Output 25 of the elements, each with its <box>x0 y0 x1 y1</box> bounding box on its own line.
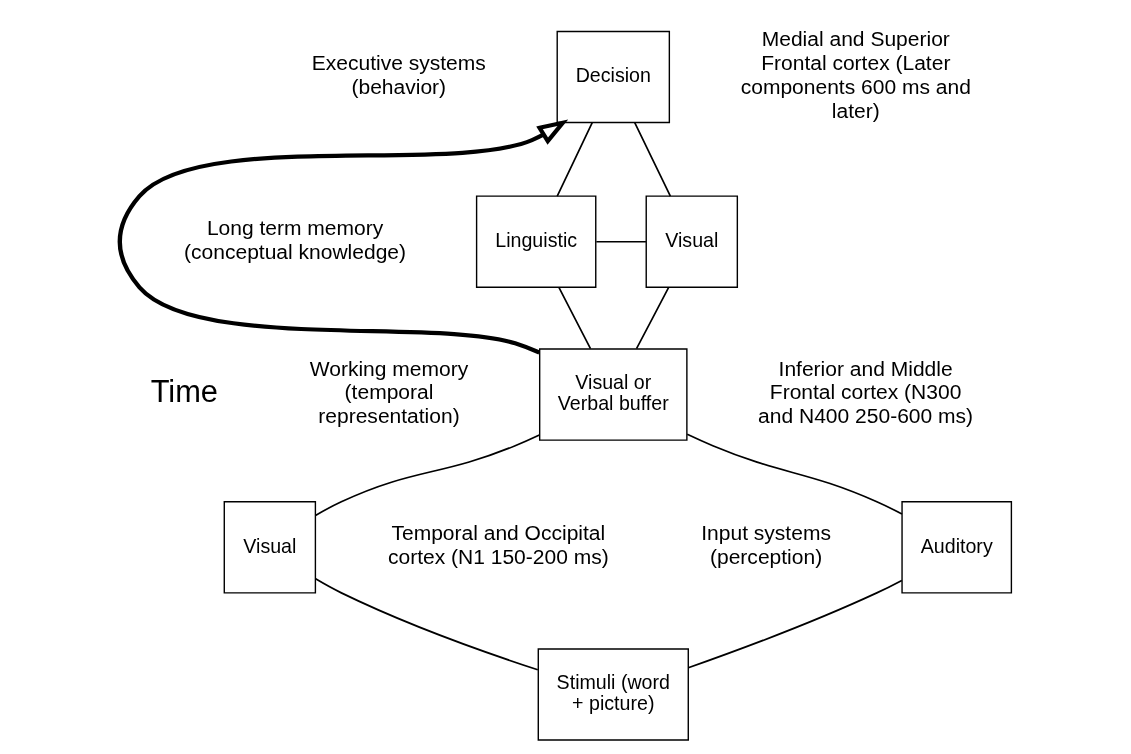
label: Long term memory (conceptual knowledge) <box>184 215 407 263</box>
connector <box>633 121 672 197</box>
connector <box>687 579 903 669</box>
label: Time <box>150 374 219 410</box>
label: Medial and Superior Frontal cortex (Later components 600 ms and later) <box>740 27 971 122</box>
node-box: Auditory <box>901 501 1013 594</box>
connector <box>314 578 539 671</box>
arrow <box>117 119 569 355</box>
label: Temporal and Occipital cortex (N1 150-200 ms) <box>387 521 609 569</box>
label: Inferior and Middle Frontal cortex (N300 and N400 250-600 ms) <box>758 356 974 428</box>
connector <box>314 434 541 517</box>
node-box: Visual or Verbal buffer <box>539 348 688 441</box>
node-box: Linguistic <box>475 195 597 288</box>
node-box: Visual <box>645 195 739 288</box>
connector <box>595 240 647 243</box>
node-box: Visual <box>223 501 317 594</box>
label: Input systems (perception) <box>701 521 831 569</box>
connector <box>686 433 903 515</box>
label: Executive systems (behavior) <box>311 51 486 98</box>
label: Working memory (temporal representation) <box>309 356 469 428</box>
connector <box>635 286 670 350</box>
node-box: Decision <box>556 30 671 124</box>
connector <box>558 286 592 350</box>
connector <box>556 121 594 197</box>
node-box: Stimuli (word + picture) <box>537 648 689 741</box>
